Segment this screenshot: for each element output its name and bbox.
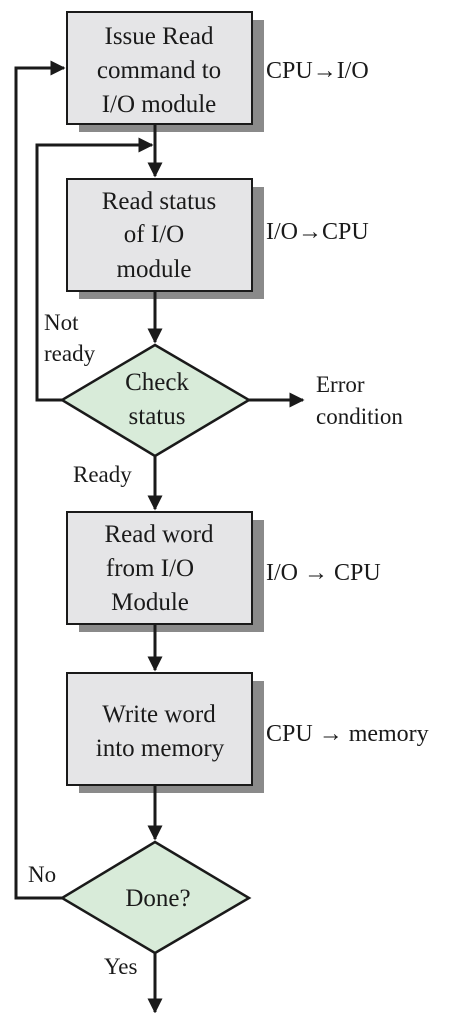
side-label-cpu-to-memory: CPU → memory xyxy=(266,721,429,747)
box-read-status-line2: of I/O xyxy=(124,221,184,248)
box-read-word-line1: Read word xyxy=(105,521,214,548)
side-label-io-to-cpu: I/O→CPU xyxy=(266,219,369,245)
box-issue-read-line1: Issue Read xyxy=(105,23,214,50)
box-issue-read-line3: I/O module xyxy=(102,91,217,118)
arrow-not-ready-loop xyxy=(35,137,154,402)
side-label-cpu-to-io: CPU→I/O xyxy=(266,58,369,84)
box-issue-read-line2: command to xyxy=(97,57,221,84)
label-yes: Yes xyxy=(104,954,138,979)
label-no: No xyxy=(28,862,56,887)
box-issue-read-rect xyxy=(66,11,253,125)
label-error-line2: condition xyxy=(316,404,403,429)
arrow-no-loop xyxy=(14,60,66,900)
side-label-io-to-cpu-2: I/O → CPU xyxy=(266,560,381,586)
box-write-word: Write word into memory xyxy=(66,672,264,793)
decision-check-status-line1: Check xyxy=(125,369,189,396)
box-issue-read: Issue Read command to I/O module xyxy=(66,11,264,132)
decision-done: Done? xyxy=(59,840,252,955)
label-not-ready-line1: Not xyxy=(44,310,79,335)
decision-done-line1: Done? xyxy=(125,885,190,912)
box-read-word-rect xyxy=(66,511,253,625)
decision-check-status-line2: status xyxy=(129,403,186,430)
box-read-word-line2: from I/O xyxy=(106,555,194,582)
label-ready: Ready xyxy=(73,462,132,487)
label-not-ready-line2: ready xyxy=(44,341,96,366)
box-write-word-line1: Write word xyxy=(102,701,216,728)
box-read-status: Read status of I/O module xyxy=(66,178,264,299)
box-read-status-line1: Read status xyxy=(102,188,217,215)
box-write-word-rect xyxy=(66,672,253,786)
box-read-status-rect xyxy=(66,178,253,292)
label-error-line1: Error xyxy=(316,372,365,397)
decision-check-status: Check status xyxy=(59,343,252,458)
box-read-word-line3: Module xyxy=(111,589,189,616)
box-read-word: Read word from I/O Module xyxy=(66,511,264,632)
box-read-status-line3: module xyxy=(117,256,192,283)
box-write-word-line2: into memory xyxy=(96,735,225,762)
